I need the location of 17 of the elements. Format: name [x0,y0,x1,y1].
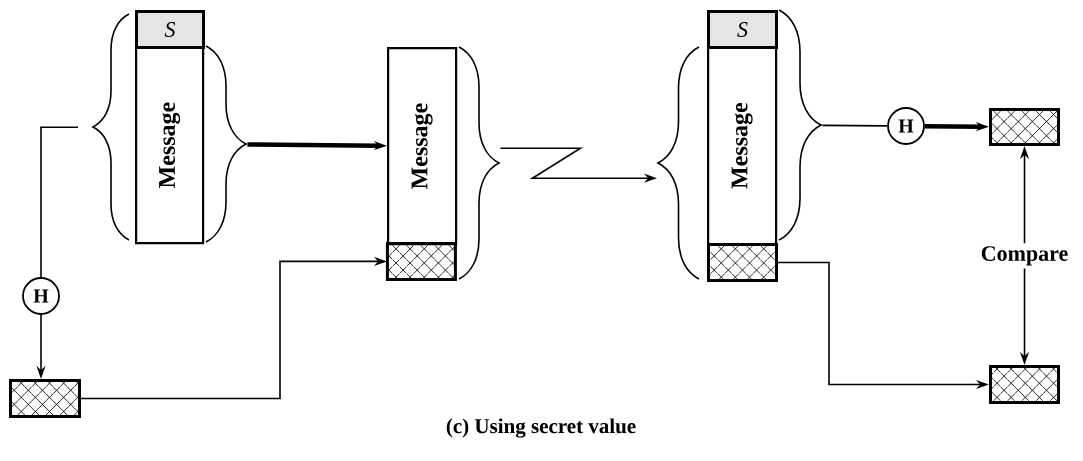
message-box: Message [707,46,778,246]
message-box: Message [387,47,458,246]
brace [92,13,130,241]
hatched-box [989,365,1060,404]
header-box: S [135,10,205,49]
brace [458,46,500,280]
brace [205,45,247,243]
edge-label: Compare [977,243,1072,269]
hatched-box [385,241,457,281]
header-box: S [707,10,778,49]
caption: (c) Using secret value [446,418,636,438]
brace [778,9,822,241]
message-box: Message [135,46,205,245]
hatched-box [707,243,778,282]
hatched-box [989,108,1060,146]
hatched-box [9,379,81,418]
brace [657,46,700,280]
